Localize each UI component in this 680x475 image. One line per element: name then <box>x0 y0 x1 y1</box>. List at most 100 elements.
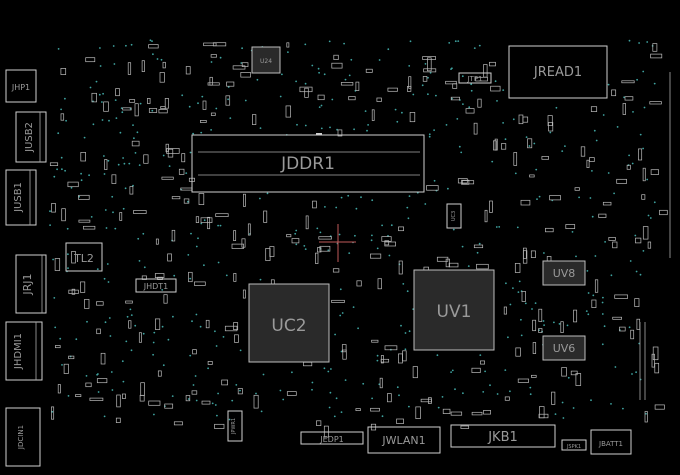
smd-pad <box>233 230 237 241</box>
smd-pad <box>426 185 439 191</box>
uc3-chip[interactable]: UC3 <box>446 203 462 229</box>
via <box>211 402 214 405</box>
smd-pad <box>78 219 91 223</box>
jpwr1-connector[interactable]: JPWR1 <box>227 410 243 442</box>
via <box>124 187 127 190</box>
uv6-chip[interactable]: UV6 <box>542 335 586 361</box>
jkb1-label: JKB1 <box>487 430 518 445</box>
via <box>125 340 128 343</box>
smd-pad <box>71 251 76 264</box>
via <box>235 384 238 386</box>
smd-pad <box>122 107 132 111</box>
via <box>531 308 533 310</box>
via <box>327 370 330 373</box>
smd-pad <box>155 238 159 245</box>
jhp1-connector[interactable]: JHP1 <box>5 69 37 103</box>
via <box>590 399 592 402</box>
via <box>181 94 184 97</box>
via <box>52 258 54 261</box>
smd-pad <box>115 417 121 423</box>
via <box>67 267 69 269</box>
via <box>53 175 56 178</box>
smd-pad <box>538 413 549 419</box>
jhdt1-connector[interactable]: JHDT1 <box>135 278 177 293</box>
via <box>153 331 156 334</box>
via <box>504 369 507 371</box>
smd-pad <box>659 209 668 216</box>
smd-pad <box>598 213 607 218</box>
via <box>462 103 464 105</box>
via <box>653 201 656 204</box>
jkb1-connector[interactable]: JKB1 <box>450 424 556 448</box>
smd-pad <box>450 96 460 101</box>
jread1-connector[interactable]: JREAD1 <box>508 45 608 99</box>
smd-pad <box>652 43 658 52</box>
jrj1-connector[interactable]: JRJ1 <box>15 254 47 314</box>
jusb2-connector[interactable]: JUSB2 <box>15 111 47 163</box>
jdcin1-connector[interactable]: JDCIN1 <box>5 407 41 467</box>
via <box>470 89 473 92</box>
via <box>304 248 307 251</box>
uc2-bga[interactable]: UC2 <box>248 283 330 363</box>
u24-chip[interactable]: U24 <box>251 46 281 74</box>
via-field <box>49 39 656 421</box>
via <box>555 106 558 109</box>
via <box>304 82 307 85</box>
via <box>470 83 473 86</box>
smd-pad <box>515 347 521 357</box>
smd-pad <box>212 42 227 47</box>
jusb1-connector[interactable]: JUSB1 <box>5 169 37 226</box>
smd-pad <box>299 86 313 93</box>
via <box>217 392 220 395</box>
smd-pad <box>57 384 61 394</box>
via <box>112 45 115 47</box>
via <box>390 224 393 227</box>
via <box>279 95 282 98</box>
jddr1-slot[interactable]: JDDR1 <box>191 133 425 193</box>
via <box>188 105 191 108</box>
via <box>367 124 369 126</box>
via <box>347 194 350 197</box>
smd-pad <box>237 388 243 395</box>
smd-pad <box>49 162 59 166</box>
jedp1-connector[interactable]: JEDP1 <box>300 431 364 445</box>
jwlan1-connector[interactable]: JWLAN1 <box>367 426 441 454</box>
via <box>408 330 411 333</box>
via <box>54 326 57 329</box>
via <box>514 172 517 175</box>
via <box>215 107 218 110</box>
via <box>542 320 545 322</box>
via <box>240 62 243 64</box>
smd-pad <box>318 236 332 240</box>
jbatt1-connector[interactable]: JBATT1 <box>590 429 632 455</box>
via <box>491 160 494 163</box>
smd-pad <box>333 54 339 60</box>
via <box>70 186 73 189</box>
jtp1-connector[interactable]: JTP1 <box>458 72 492 84</box>
via <box>259 278 262 281</box>
smd-pad <box>471 367 481 373</box>
jhdmi1-connector[interactable]: JHDMI1 <box>5 321 43 381</box>
tl2-transformer[interactable]: TL2 <box>65 242 103 272</box>
via <box>152 353 155 356</box>
via <box>607 172 610 174</box>
jspk1-connector[interactable]: JSPK1 <box>561 439 587 451</box>
uv8-chip[interactable]: UV8 <box>542 260 586 286</box>
smd-pad <box>565 224 576 229</box>
via <box>435 94 437 97</box>
via <box>376 247 379 250</box>
uc3-label: UC3 <box>451 211 457 221</box>
via <box>99 65 102 67</box>
smd-pad <box>231 243 244 249</box>
smd-pad <box>181 153 186 163</box>
via <box>190 232 192 235</box>
uv1-bga[interactable]: UV1 <box>413 269 495 351</box>
smd-pad <box>286 391 297 396</box>
via <box>494 80 497 83</box>
via <box>114 99 117 101</box>
via <box>126 315 129 318</box>
via <box>282 398 285 401</box>
via <box>96 373 98 376</box>
smd-pad <box>96 301 104 306</box>
smd-pad <box>148 44 159 49</box>
